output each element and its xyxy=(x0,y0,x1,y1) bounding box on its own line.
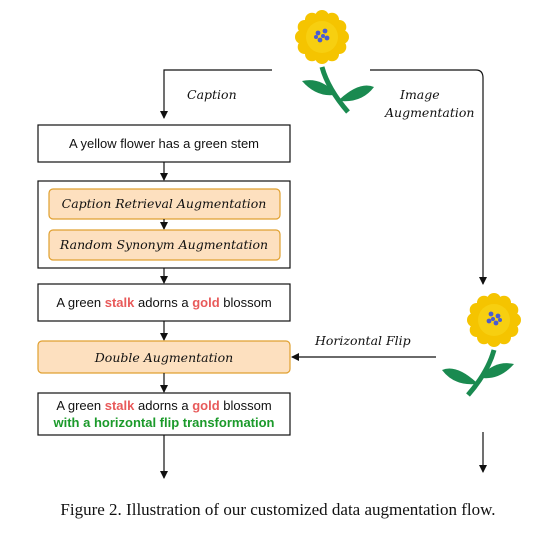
svg-text:A green stalk adorns a gold bl: A green stalk adorns a gold blossom xyxy=(56,295,271,310)
double-augmentation-box: Double Augmentation xyxy=(37,340,291,374)
yellow-flower-icon xyxy=(295,10,374,112)
highlight-stalk: stalk xyxy=(105,295,135,310)
svg-text:Caption Retrieval Augmentation: Caption Retrieval Augmentation xyxy=(62,196,267,211)
synonym-caption-box: A green stalk adorns a gold blossom xyxy=(37,283,291,322)
highlight-gold-final: gold xyxy=(192,398,219,413)
image-augmentation-label-1: Image xyxy=(399,87,440,102)
random-synonym-box: Random Synonym Augmentation xyxy=(48,229,281,261)
svg-text:A yellow flower has a green st: A yellow flower has a green stem xyxy=(69,136,259,151)
caption-edge-label: Caption xyxy=(187,87,237,102)
final-caption-box: A green stalk adorns a gold blossom with… xyxy=(37,392,291,436)
highlight-stalk-final: stalk xyxy=(105,398,135,413)
augmentation-flow-diagram: Caption Image Augmentation A yellow flow… xyxy=(37,0,556,479)
text-augmentation-group: Caption Retrieval Augmentation Random Sy… xyxy=(37,180,291,269)
image-augmentation-line xyxy=(370,69,487,285)
flipped-yellow-flower-icon xyxy=(442,293,521,395)
original-caption-box: A yellow flower has a green stem xyxy=(37,124,291,163)
horizontal-flip-label: Horizontal Flip xyxy=(314,333,411,348)
svg-text:Random Synonym Augmentation: Random Synonym Augmentation xyxy=(59,237,268,252)
figure-caption: Figure 2. Illustration of our customized… xyxy=(60,500,496,519)
svg-text:A green stalk adorns a gold bl: A green stalk adorns a gold blossom xyxy=(56,398,271,413)
svg-text:Double Augmentation: Double Augmentation xyxy=(94,350,233,365)
caption-edge-line xyxy=(160,69,272,119)
highlight-gold: gold xyxy=(192,295,219,310)
flip-transformation-text: with a horizontal flip transformation xyxy=(53,415,275,430)
caption-retrieval-box: Caption Retrieval Augmentation xyxy=(48,188,281,220)
image-augmentation-label-2: Augmentation xyxy=(384,105,474,120)
